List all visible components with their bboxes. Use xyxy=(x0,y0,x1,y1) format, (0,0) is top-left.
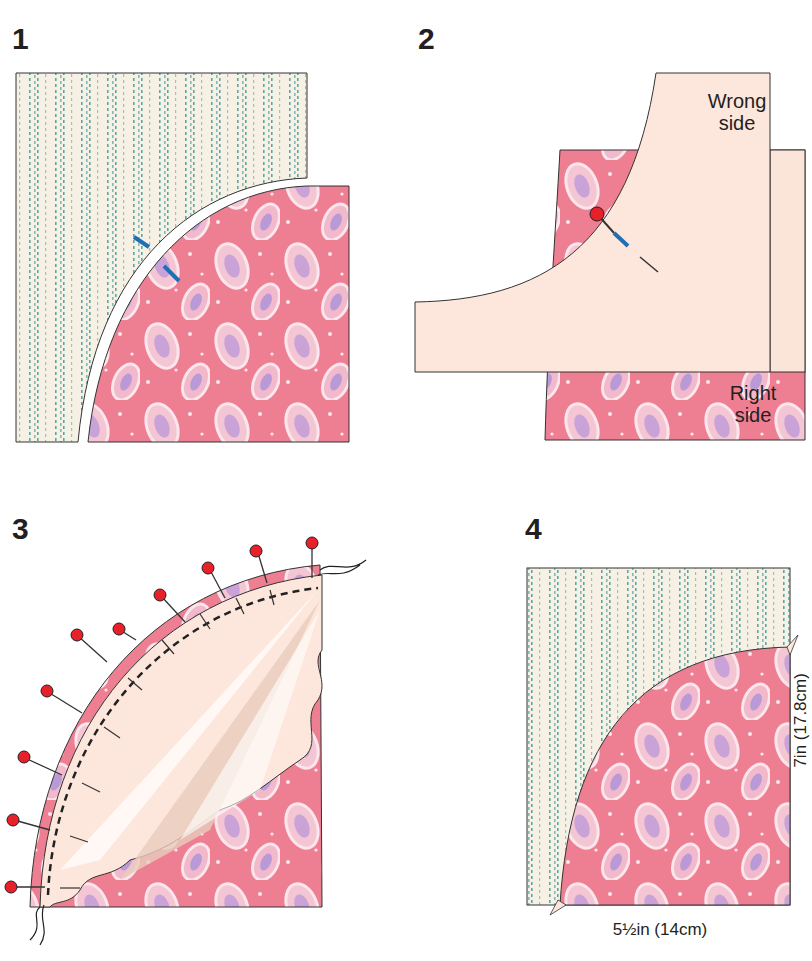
step-number: 4 xyxy=(525,512,542,545)
panel-3 xyxy=(5,537,366,945)
step-number: 3 xyxy=(12,512,29,545)
step-number: 2 xyxy=(418,22,435,55)
fabric-side-label: Right side xyxy=(718,382,788,426)
panel-1 xyxy=(16,73,349,442)
dimension-label: 5½in (14cm) xyxy=(613,921,707,940)
panel-4 xyxy=(527,568,798,915)
dimension-label: 7in (17.8cm) xyxy=(792,673,811,767)
step-number: 1 xyxy=(12,22,29,55)
fabric-side-label: Wrong side xyxy=(702,90,772,134)
panel-2 xyxy=(415,73,805,440)
